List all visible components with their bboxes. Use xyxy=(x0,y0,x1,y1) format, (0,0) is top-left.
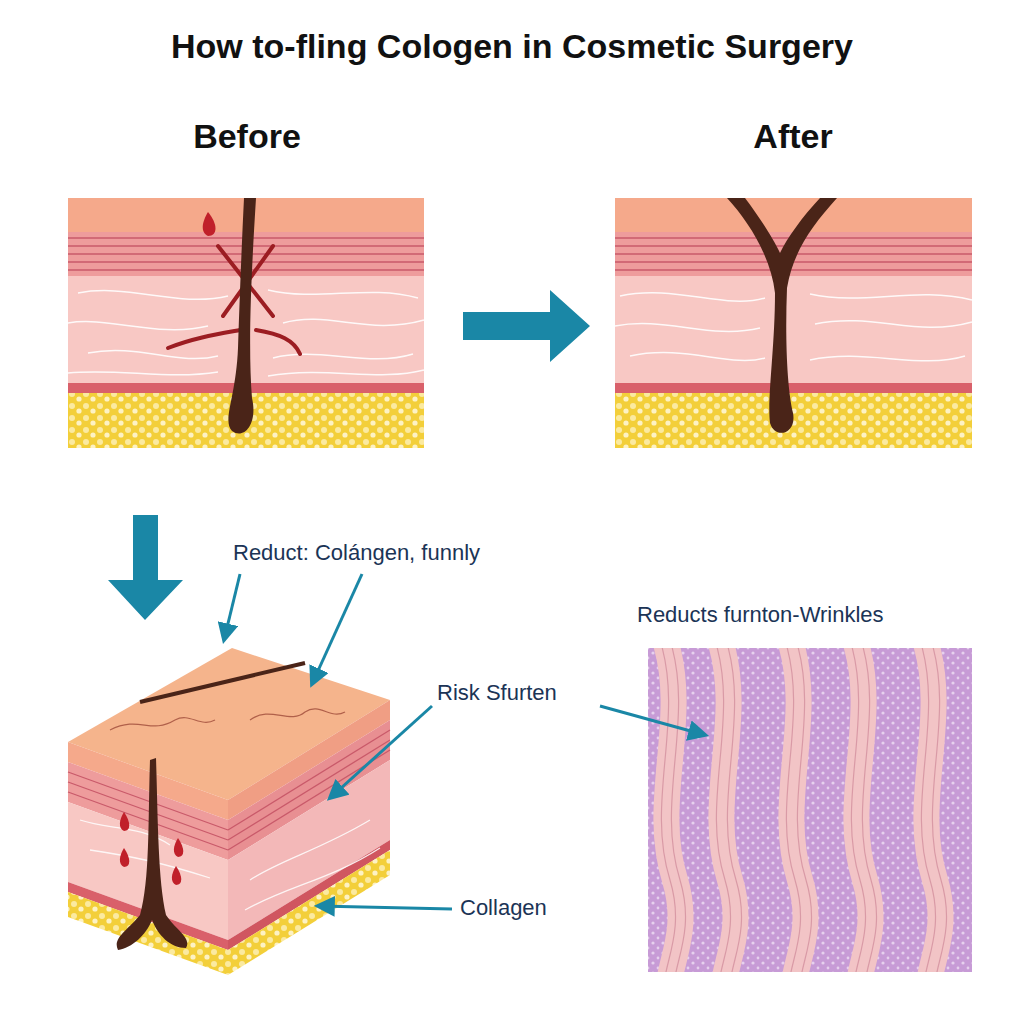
skin-block xyxy=(68,648,390,975)
diagram-title: How to-fling Cologen in Cosmetic Surgery xyxy=(171,26,853,67)
leader-lines xyxy=(224,574,705,909)
panel-heading: After xyxy=(753,116,832,157)
process-arrow xyxy=(463,290,590,362)
callout-label: Risk Sfurten xyxy=(437,680,557,706)
callout-label: Collagen xyxy=(460,895,547,921)
callout-label: Reduct: Colángen, funnly xyxy=(233,540,480,566)
skin-before xyxy=(68,198,424,448)
panel-heading: Before xyxy=(193,116,301,157)
down-arrow xyxy=(108,515,183,620)
skin-after xyxy=(615,198,972,448)
callout-label: Reducts furnton-Wrinkles xyxy=(637,602,884,628)
collagen-fibers xyxy=(648,648,972,972)
